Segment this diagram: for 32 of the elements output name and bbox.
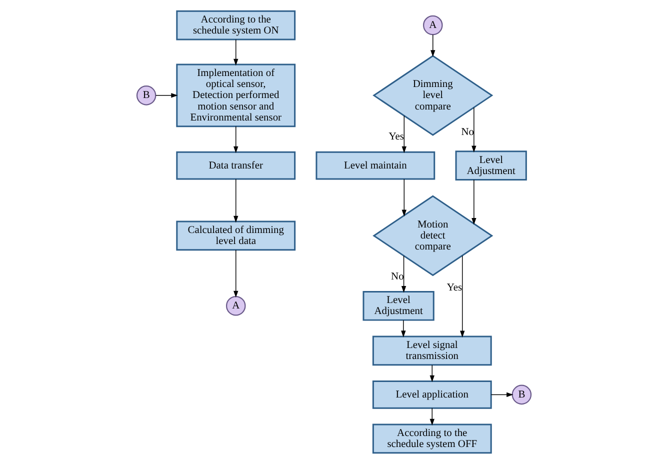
node-box: According to the schedule system ON bbox=[176, 10, 296, 40]
node-circle: A bbox=[225, 296, 246, 316]
node-box: Implementation of optical sensor, Detection performed motion sensor and Environmental sensor bbox=[176, 64, 296, 128]
arrow bbox=[429, 408, 434, 426]
node-box: Data transfer bbox=[176, 151, 296, 180]
edge-label: No bbox=[460, 127, 474, 138]
node-box: Level Adjustment bbox=[454, 150, 526, 180]
node-box: According to the schedule system OFF bbox=[372, 424, 492, 454]
arrow bbox=[233, 126, 238, 154]
arrow bbox=[430, 34, 435, 57]
arrow bbox=[490, 392, 513, 398]
arrow bbox=[155, 93, 178, 98]
arrow bbox=[400, 320, 406, 338]
node-circle: B bbox=[511, 384, 532, 405]
node-box: Level Adjustment bbox=[362, 290, 434, 321]
node-box: Calculated of dimming level data bbox=[176, 220, 296, 251]
arrow bbox=[460, 255, 464, 338]
node-box: Level maintain bbox=[315, 151, 435, 180]
arrow bbox=[233, 250, 238, 298]
node-circle: B bbox=[136, 86, 156, 106]
edge-label: Yes bbox=[446, 282, 462, 294]
arrow bbox=[429, 364, 434, 382]
node-box: Level application bbox=[372, 380, 492, 409]
arrow bbox=[233, 39, 238, 66]
arrow bbox=[233, 178, 238, 223]
arrow bbox=[471, 107, 476, 152]
node-box: Level signal transmission bbox=[372, 336, 492, 366]
node-circle: A bbox=[422, 15, 442, 36]
arrow bbox=[400, 255, 406, 293]
arrow bbox=[401, 115, 406, 154]
arrow bbox=[401, 178, 406, 216]
arrow bbox=[471, 179, 476, 225]
